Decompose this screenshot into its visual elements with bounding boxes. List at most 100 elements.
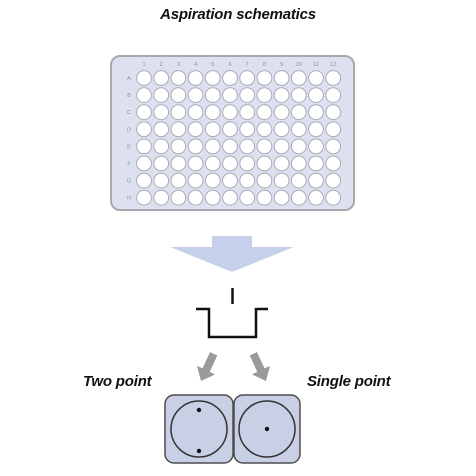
plate-row-label: D (127, 127, 131, 133)
plate-well (256, 121, 273, 138)
plate-well (170, 121, 187, 138)
plate-well (290, 138, 307, 155)
plate-well (153, 70, 170, 86)
plate-well (290, 172, 307, 189)
plate-well (170, 155, 187, 172)
plate-well (256, 155, 273, 172)
plate-well (222, 104, 238, 121)
plate-well (136, 155, 152, 172)
plate-well (204, 138, 221, 155)
plate-column-label: 2 (160, 62, 163, 68)
plate-well (170, 189, 187, 206)
plate-well (187, 189, 204, 206)
plate-well (153, 87, 170, 103)
plate-well (325, 189, 342, 206)
plate-wells (136, 70, 342, 206)
plate-well (187, 121, 204, 138)
two-point-well-tile (164, 394, 234, 464)
plate-well (136, 70, 152, 86)
plate-well (239, 87, 256, 103)
plate-well (290, 87, 307, 103)
two-point-well-circle (170, 400, 228, 458)
plate-well (239, 104, 256, 121)
plate-well (308, 104, 324, 121)
plate-well (204, 121, 221, 138)
plate-well (239, 121, 256, 138)
plate-well (273, 138, 290, 155)
plate-well (325, 104, 342, 121)
plate-well (153, 189, 170, 206)
diagram-title: Aspiration schematics (160, 6, 316, 23)
plate-well (273, 104, 290, 121)
plate-column-label: 8 (263, 62, 266, 68)
plate-well (290, 121, 307, 138)
plate-well (222, 121, 238, 138)
plate-well (204, 70, 221, 86)
plate-column-label: 9 (280, 62, 283, 68)
plate-well (308, 70, 324, 86)
plate-column-label: 10 (296, 62, 302, 68)
plate-well (325, 172, 342, 189)
well-cross-section (196, 288, 268, 339)
plate-column-label: 3 (177, 62, 180, 68)
plate-well (256, 189, 273, 206)
two-point-label: Two point (83, 373, 152, 390)
single-point-label: Single point (307, 373, 391, 390)
plate-well (136, 138, 152, 155)
plate-well (187, 155, 204, 172)
plate-column-label: 1 (142, 62, 145, 68)
plate-well (239, 172, 256, 189)
plate-well (308, 121, 324, 138)
aspiration-point-bottom (196, 448, 202, 454)
plate-column-label: 12 (330, 62, 336, 68)
plate-well (308, 155, 324, 172)
plate-well (222, 138, 238, 155)
plate-well (204, 172, 221, 189)
plate-column-label: 7 (246, 62, 249, 68)
plate-well (204, 104, 221, 121)
plate-well (256, 172, 273, 189)
plate-column-label: 11 (313, 62, 319, 68)
plate-row-label: B (127, 93, 131, 99)
plate-well (308, 138, 324, 155)
plate-well (325, 87, 342, 103)
plate-well (239, 189, 256, 206)
plate-row-label: H (127, 196, 131, 202)
plate-row-label: F (127, 162, 131, 168)
plate-well (170, 172, 187, 189)
plate-well (256, 104, 273, 121)
plate-well (256, 138, 273, 155)
plate-well (290, 70, 307, 86)
plate-row-label: C (127, 110, 131, 116)
plate-well (325, 155, 342, 172)
plate-well (153, 121, 170, 138)
plate-well (170, 138, 187, 155)
plate-well (273, 172, 290, 189)
plate-well (222, 189, 238, 206)
plate-well (273, 70, 290, 86)
plate-well (187, 138, 204, 155)
plate-well (153, 104, 170, 121)
plate-row-label: E (127, 144, 131, 150)
plate-well (256, 70, 273, 86)
plate-well (170, 87, 187, 103)
plate-well (308, 87, 324, 103)
plate-well (239, 70, 256, 86)
plate-well (204, 155, 221, 172)
plate-well (273, 121, 290, 138)
arrow-left-down-icon (197, 352, 218, 381)
plate-well (222, 172, 238, 189)
plate-well (170, 70, 187, 86)
plate-well (290, 189, 307, 206)
plate-well (136, 189, 152, 206)
plate-well (325, 70, 342, 86)
plate-row-label: A (127, 76, 131, 82)
plate-well (222, 155, 238, 172)
well-profile (196, 307, 268, 339)
plate-column-label: 6 (228, 62, 231, 68)
plate-well (187, 87, 204, 103)
plate-well (136, 172, 152, 189)
